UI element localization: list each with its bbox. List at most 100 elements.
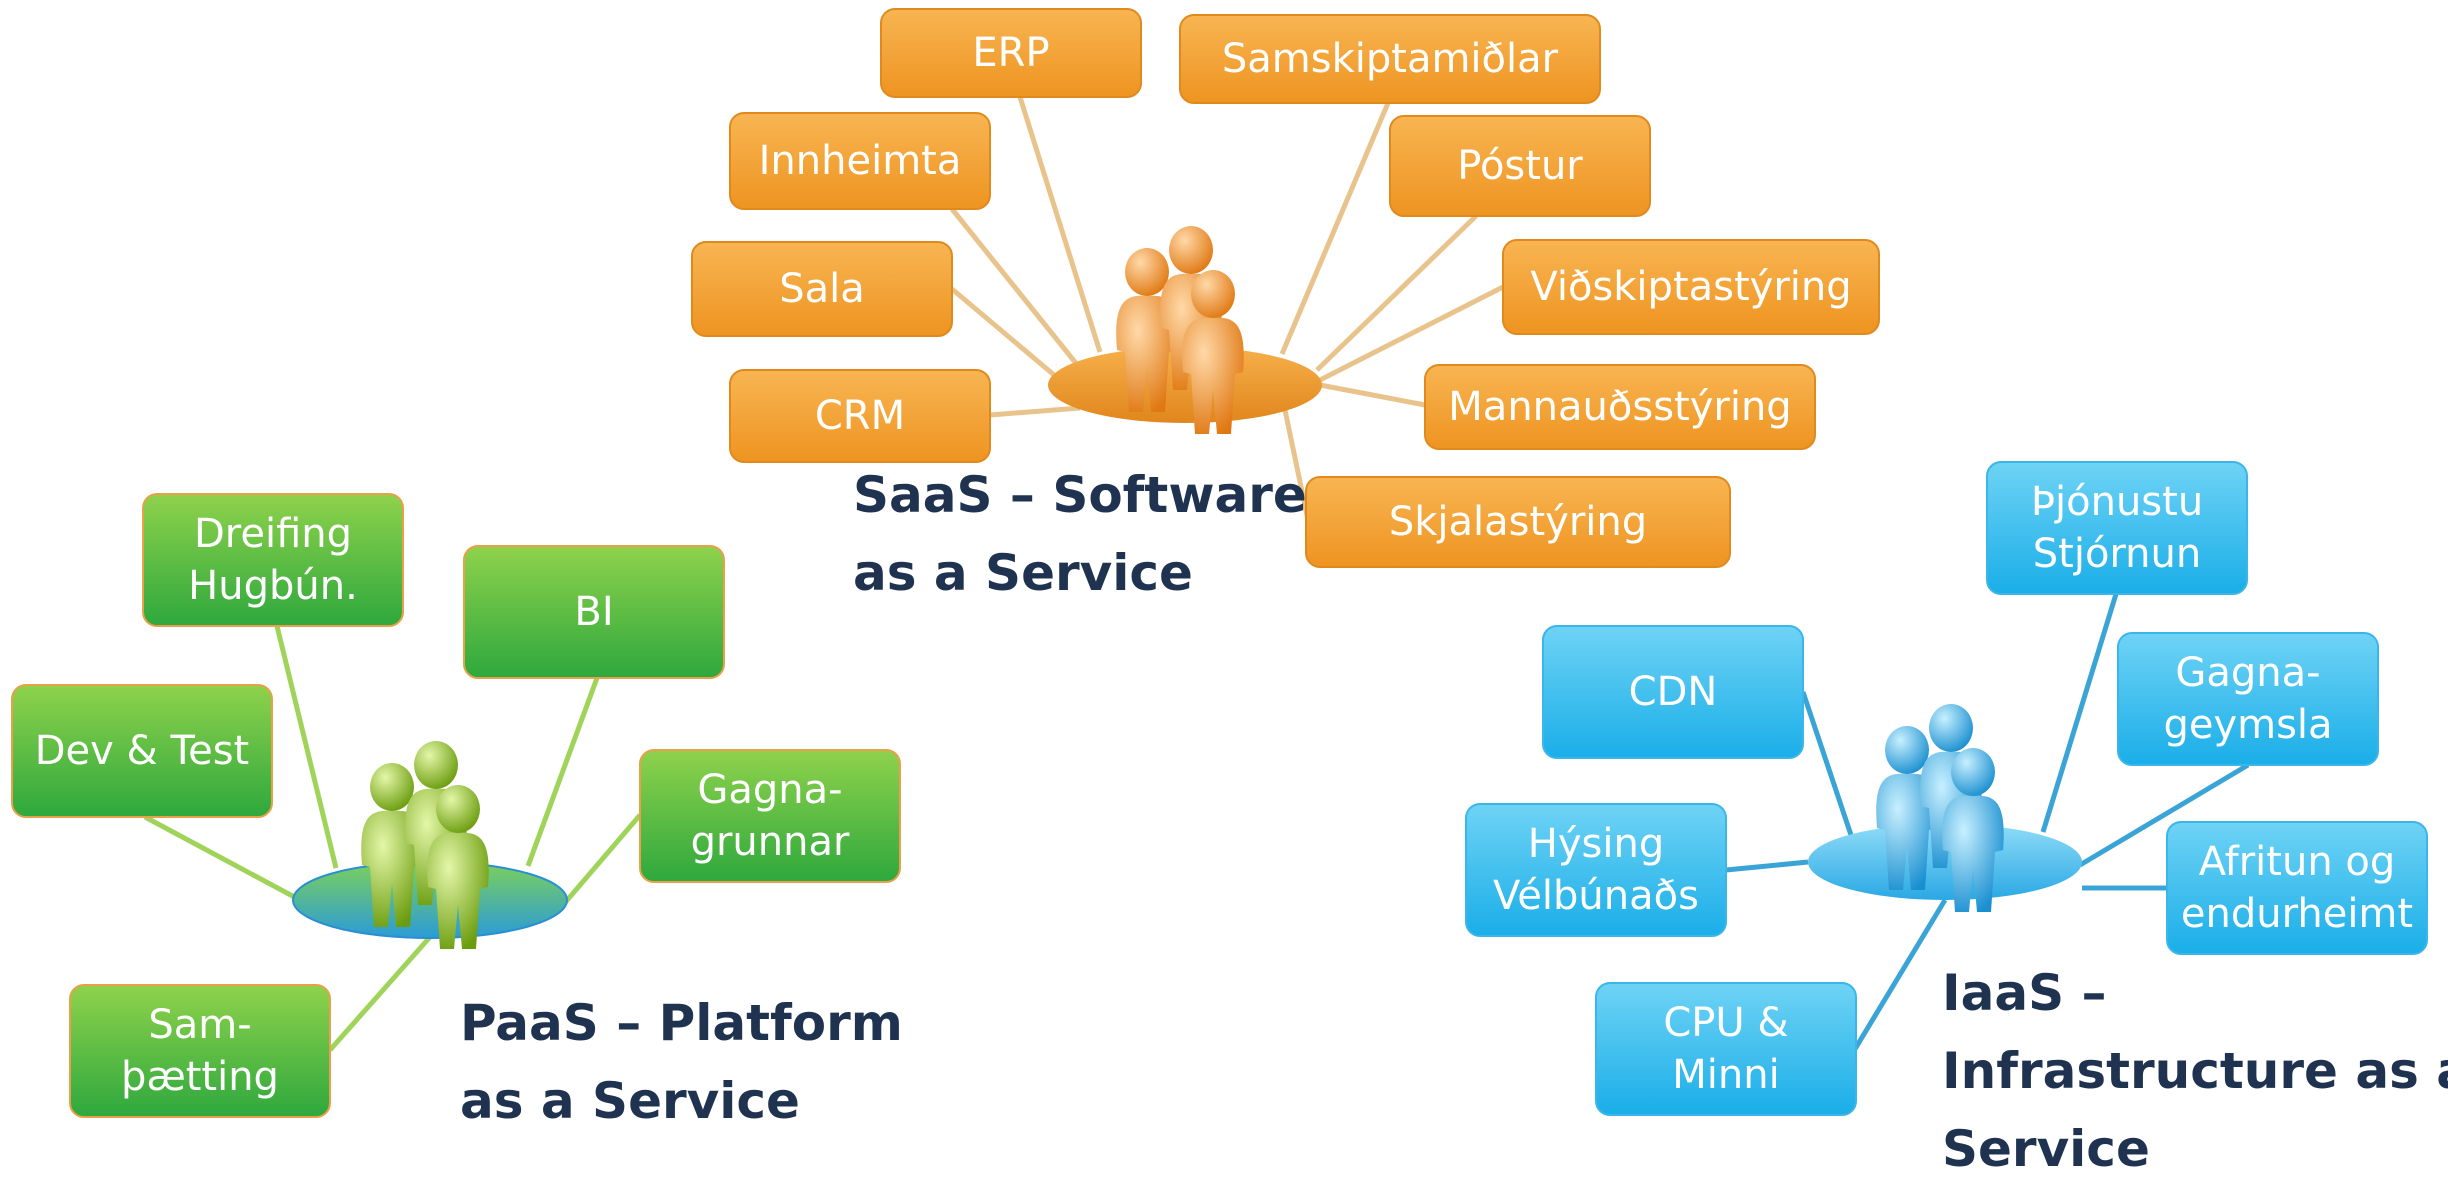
saas-caption-line: SaaS – Software xyxy=(853,466,1307,524)
node-samskiptamidlar: Samskiptamiðlar xyxy=(1179,14,1601,104)
node-box-gagnageymsla xyxy=(2117,632,2379,766)
node-devtest: Dev & Test xyxy=(11,684,273,818)
node-box-postur xyxy=(1389,115,1651,217)
node-postur: Póstur xyxy=(1389,115,1651,217)
node-gagnageymsla: Gagna-geymsla xyxy=(2117,632,2379,766)
people-icon xyxy=(1876,704,2004,912)
connector-samskiptamidlar xyxy=(1279,102,1391,355)
node-label-sala: Sala xyxy=(779,266,865,312)
node-sala: Sala xyxy=(691,241,953,337)
node-box-vidskiptastyring xyxy=(1502,239,1880,335)
connector-gagnagrunnar xyxy=(561,813,642,907)
connector-mannaudsstyring xyxy=(1319,382,1426,408)
node-label-dreifing: Hugbún. xyxy=(188,563,358,609)
node-box-afritun xyxy=(2166,821,2428,955)
node-box-thjonustu xyxy=(1986,461,2248,595)
iaas-caption-line: Service xyxy=(1942,1120,2150,1178)
connector-postur xyxy=(1315,214,1478,372)
node-label-gagnagrunnar: grunnar xyxy=(691,819,850,865)
node-label-bi: BI xyxy=(574,589,613,635)
node-box-sala xyxy=(691,241,953,337)
node-vidskiptastyring: Viðskiptastýring xyxy=(1502,239,1880,335)
node-label-afritun: endurheimt xyxy=(2181,891,2413,937)
node-label-dreifing: Dreifing xyxy=(194,511,352,557)
connector-hysing xyxy=(1725,859,1809,873)
node-label-erp: ERP xyxy=(972,30,1049,76)
node-box-skjalastyring xyxy=(1305,476,1731,568)
node-afritun: Afritun og endurheimt xyxy=(2166,821,2428,955)
node-label-sambaetting: Sam- xyxy=(148,1002,251,1048)
node-bi: BI xyxy=(463,545,725,679)
node-erp: ERP xyxy=(880,8,1142,98)
iaas-caption-line: IaaS – xyxy=(1942,964,2107,1022)
node-box-sambaetting xyxy=(69,984,331,1118)
connector-vidskiptastyring xyxy=(1318,284,1505,383)
people-icon xyxy=(361,741,489,949)
node-sambaetting: Sam-þætting xyxy=(69,984,331,1118)
node-box-hysing xyxy=(1465,803,1727,937)
node-box-cdn xyxy=(1542,625,1804,759)
node-crm: CRM xyxy=(729,369,991,463)
iaas-caption: IaaS – Infrastructure as a Service xyxy=(1942,964,2448,1178)
node-mannaudsstyring: Mannauðsstýring xyxy=(1424,364,1816,450)
node-label-postur: Póstur xyxy=(1457,143,1583,189)
node-box-mannaudsstyring xyxy=(1424,364,1816,450)
node-label-samskiptamidlar: Samskiptamiðlar xyxy=(1222,36,1559,82)
person-front-icon xyxy=(1942,748,2004,912)
node-box-erp xyxy=(880,8,1142,98)
node-box-cpu xyxy=(1595,982,1857,1116)
node-label-mannaudsstyring: Mannauðsstýring xyxy=(1448,384,1791,430)
paas-caption: PaaS – Platform as a Service xyxy=(460,994,903,1130)
node-label-crm: CRM xyxy=(815,393,905,439)
node-label-gagnageymsla: Gagna- xyxy=(2175,650,2320,696)
node-innheimta: Innheimta xyxy=(729,112,991,210)
node-label-sambaetting: þætting xyxy=(121,1054,279,1100)
person-front-icon xyxy=(1182,270,1244,434)
saas-caption: SaaS – Software as a Service xyxy=(853,466,1307,602)
node-label-cdn: CDN xyxy=(1629,669,1718,715)
connector-erp xyxy=(1017,96,1103,353)
node-label-thjonustu: Þjónustu xyxy=(2031,479,2203,525)
node-label-cpu: Minni xyxy=(1672,1052,1779,1098)
person-front-icon xyxy=(427,785,489,949)
iaas-caption-line: Infrastructure as a xyxy=(1942,1042,2448,1100)
node-cpu: CPU &Minni xyxy=(1595,982,1857,1116)
connector-bi xyxy=(525,677,600,867)
node-box-bi xyxy=(463,545,725,679)
node-label-thjonustu: Stjórnun xyxy=(2033,531,2201,577)
node-label-hysing: Vélbúnaðs xyxy=(1493,873,1699,919)
node-box-crm xyxy=(729,369,991,463)
node-skjalastyring: Skjalastýring xyxy=(1305,476,1731,568)
node-label-gagnageymsla: geymsla xyxy=(2163,702,2332,748)
connector-thjonustu xyxy=(2040,593,2119,833)
node-cdn: CDN xyxy=(1542,625,1804,759)
paas-caption-line: as a Service xyxy=(460,1072,800,1130)
node-label-afritun: Afritun og xyxy=(2199,839,2396,885)
node-label-devtest: Dev & Test xyxy=(35,728,249,774)
node-label-vidskiptastyring: Viðskiptastýring xyxy=(1530,264,1851,310)
connector-crm xyxy=(989,405,1081,418)
paas-caption-line: PaaS – Platform xyxy=(460,994,903,1052)
connector-cpu xyxy=(1852,898,1948,1051)
connector-innheimta xyxy=(950,207,1085,374)
connector-skjalastyring xyxy=(1282,409,1311,521)
node-label-innheimta: Innheimta xyxy=(759,138,962,184)
node-box-gagnagrunnar xyxy=(639,749,901,883)
node-box-dreifing xyxy=(142,493,404,627)
saas-caption-line: as a Service xyxy=(853,544,1193,602)
connector-devtest xyxy=(143,814,302,903)
connector-sala xyxy=(950,287,1062,382)
node-box-innheimta xyxy=(729,112,991,210)
node-label-hysing: Hýsing xyxy=(1528,821,1664,867)
node-gagnagrunnar: Gagna-grunnar xyxy=(639,749,901,883)
node-label-skjalastyring: Skjalastýring xyxy=(1389,499,1647,545)
people-icon xyxy=(1116,226,1244,434)
connector-dreifing xyxy=(274,625,339,869)
